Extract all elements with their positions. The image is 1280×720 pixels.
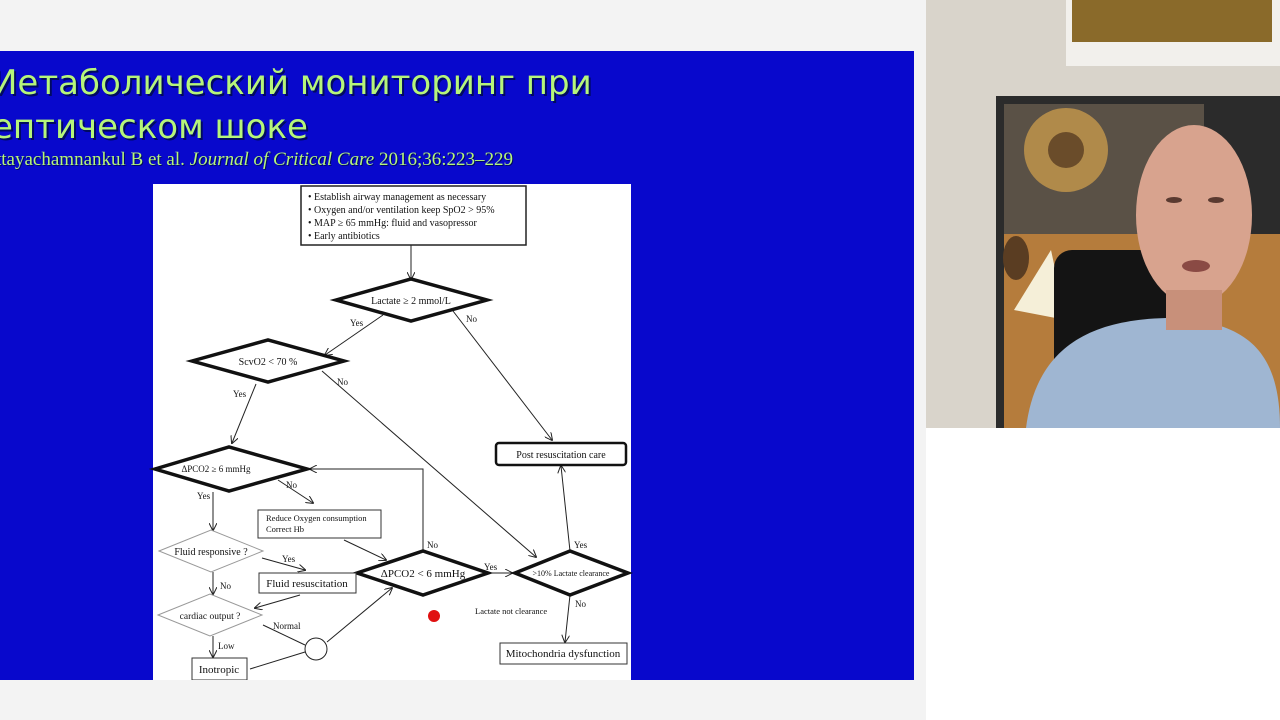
webcam-video	[926, 0, 1280, 428]
scvo2-text: ScvO2 < 70 %	[239, 357, 298, 368]
start-line: • Establish airway management as necessa…	[308, 192, 486, 203]
inotropic-text: Inotropic	[199, 664, 239, 676]
no-label: No	[575, 599, 586, 609]
slide-title-line2: ептическом шоке	[0, 107, 308, 147]
citation-ref: 2016;36:223–229	[378, 149, 513, 170]
mito-text: Mitochondria dysfunction	[506, 648, 621, 660]
lactate-clearance-diamond	[510, 549, 633, 597]
post-care-text: Post resuscitation care	[516, 450, 606, 461]
low-label: Low	[218, 641, 235, 651]
laser-pointer-dot	[428, 610, 440, 622]
presenter-face	[1136, 125, 1252, 305]
no-label: No	[427, 540, 438, 550]
yes-label: Yes	[350, 318, 364, 328]
citation-authors: ttayachamnankul B et al.	[0, 149, 185, 170]
fluid-resuscitation-text: Fluid resuscitation	[266, 578, 348, 590]
lactate-not-clearance-text: Lactate not clearance	[475, 606, 547, 616]
fluid-resuscitation-box	[258, 572, 357, 594]
presenter-shirt	[1026, 318, 1280, 428]
lactate-text: Lactate ≥ 2 mmol/L	[371, 296, 451, 307]
fluid-responsive-text: Fluid responsive ?	[174, 547, 248, 558]
post-care-box	[494, 441, 628, 467]
bottom-bar	[0, 680, 926, 720]
presenter-video-frame	[926, 0, 1280, 428]
scvo2-diamond	[185, 338, 351, 384]
start-box	[300, 185, 527, 246]
painting	[1072, 0, 1272, 42]
cardiac-output-text: cardiac output ?	[180, 612, 241, 622]
fluid-responsive-diamond	[157, 529, 265, 573]
slide-citation: ttayachamnankul B et al. Journal of Crit…	[0, 149, 513, 171]
reduce-box	[257, 509, 382, 539]
normal-label: Normal	[273, 621, 301, 631]
mito-box	[499, 642, 628, 665]
flowchart: • Establish airway management as necessa…	[148, 184, 633, 681]
no-label: No	[286, 480, 297, 490]
cardiac-output-diamond	[156, 593, 264, 637]
junction-circle	[304, 637, 328, 661]
empty-panel	[926, 428, 1280, 720]
no-label: No	[220, 581, 231, 591]
slide-title-line1: Иетаболический мониторинг при	[0, 63, 592, 103]
start-line: • Oxygen and/or ventilation keep SpO2 > …	[308, 205, 495, 216]
no-label: No	[337, 377, 348, 387]
dpco2-lt-text: ΔPCO2 < 6 mmHg	[381, 568, 466, 580]
lactate-diamond	[329, 277, 494, 323]
yes-label: Yes	[197, 491, 211, 501]
yes-label: Yes	[574, 540, 588, 550]
yes-label: Yes	[484, 562, 498, 572]
start-line: • Early antibiotics	[308, 231, 380, 242]
yes-label: Yes	[282, 554, 296, 564]
dpco2-ge-text: ΔPCO2 ≥ 6 mmHg	[182, 464, 251, 474]
reduce-text-1: Reduce Oxygen consumption	[266, 513, 367, 523]
lactate-clearance-text: >10% Lactate clearance	[533, 569, 610, 578]
reduce-text-2: Correct Hb	[266, 524, 304, 534]
dpco2-lt-diamond	[351, 549, 494, 597]
citation-journal: Journal of Critical Care	[189, 149, 375, 170]
dpco2-ge-diamond	[148, 445, 314, 493]
yes-label: Yes	[233, 389, 247, 399]
start-line: • MAP ≥ 65 mmHg: fluid and vasopressor	[308, 218, 478, 229]
no-label: No	[466, 314, 477, 324]
owl-figure	[1003, 236, 1029, 280]
